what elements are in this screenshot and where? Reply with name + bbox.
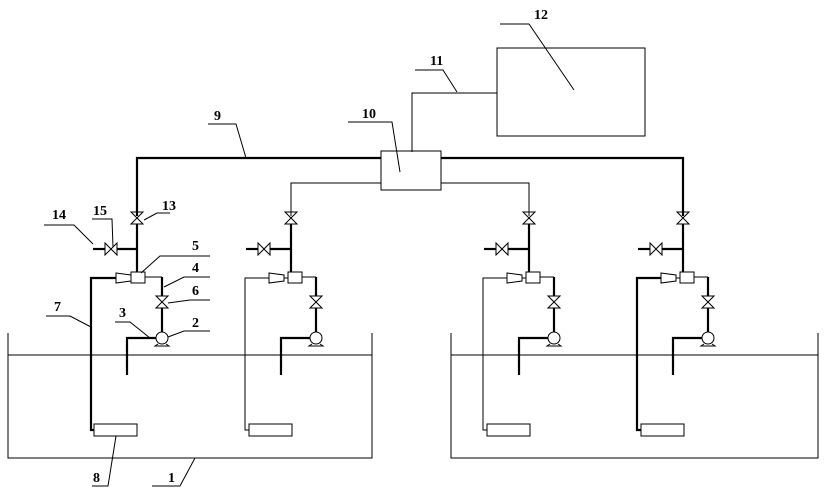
- unit-4: [635, 211, 717, 437]
- valve-icon: [495, 241, 509, 257]
- control-box: [496, 47, 646, 137]
- label-15: 15: [93, 204, 107, 219]
- valve-icon: [283, 211, 299, 225]
- ejector-body: [679, 271, 695, 284]
- label-3: 3: [119, 306, 126, 321]
- suction-pipe: [125, 336, 156, 375]
- ejector-icon: [115, 272, 132, 284]
- valve-icon: [104, 241, 118, 257]
- valve-icon: [257, 241, 271, 257]
- ejector-body: [287, 271, 303, 284]
- valve-icon: [546, 295, 562, 309]
- ejector-icon: [506, 272, 523, 284]
- main-pipe-right: [441, 156, 685, 216]
- pump-icon: [309, 331, 323, 345]
- suction-pipe: [517, 336, 548, 375]
- label-13: 13: [162, 199, 176, 214]
- main-unit: [380, 150, 442, 191]
- valve-icon: [129, 211, 145, 225]
- unit-1: [89, 211, 171, 437]
- ejector-pipe: [244, 277, 269, 431]
- valve-icon: [521, 211, 537, 225]
- label-2: 2: [192, 316, 199, 331]
- unit-3: [482, 211, 563, 437]
- label-4: 4: [192, 261, 199, 276]
- label-7: 7: [54, 300, 61, 315]
- leader-lines: [44, 23, 575, 487]
- label-10: 10: [362, 107, 376, 122]
- diffuser: [640, 423, 685, 437]
- valve-icon: [308, 295, 324, 309]
- control-line: [411, 92, 497, 152]
- pump-icon: [547, 331, 561, 345]
- label-14: 14: [52, 208, 66, 223]
- label-9: 9: [214, 109, 221, 124]
- diffuser: [486, 423, 531, 437]
- valve-icon: [675, 211, 691, 225]
- label-5: 5: [192, 239, 199, 254]
- ejector-icon: [660, 272, 677, 284]
- tank-right: [450, 333, 819, 459]
- pump-icon: [701, 331, 715, 345]
- pump-icon: [155, 331, 169, 345]
- ejector-pipe: [635, 276, 661, 432]
- label-11: 11: [430, 54, 443, 69]
- branch-pipe-2: [290, 182, 381, 216]
- valve-icon: [154, 295, 170, 309]
- diffuser: [248, 423, 293, 437]
- ejector-icon: [268, 272, 285, 284]
- ejector-pipe: [89, 276, 116, 432]
- label-1: 1: [168, 471, 175, 486]
- ejector-body: [130, 271, 146, 284]
- label-6: 6: [192, 284, 199, 299]
- unit-2: [244, 211, 325, 437]
- suction-pipe: [279, 336, 310, 375]
- ejector-pipe: [482, 277, 507, 431]
- main-pipe: [135, 156, 381, 216]
- branch-pipe-3: [441, 182, 530, 216]
- suction-pipe: [671, 336, 702, 375]
- tank-left: [7, 333, 373, 459]
- valve-icon: [700, 295, 716, 309]
- ejector-body: [525, 271, 541, 284]
- label-12: 12: [534, 8, 548, 23]
- label-8: 8: [93, 471, 100, 486]
- valve-icon: [649, 241, 663, 257]
- diffuser: [93, 423, 138, 437]
